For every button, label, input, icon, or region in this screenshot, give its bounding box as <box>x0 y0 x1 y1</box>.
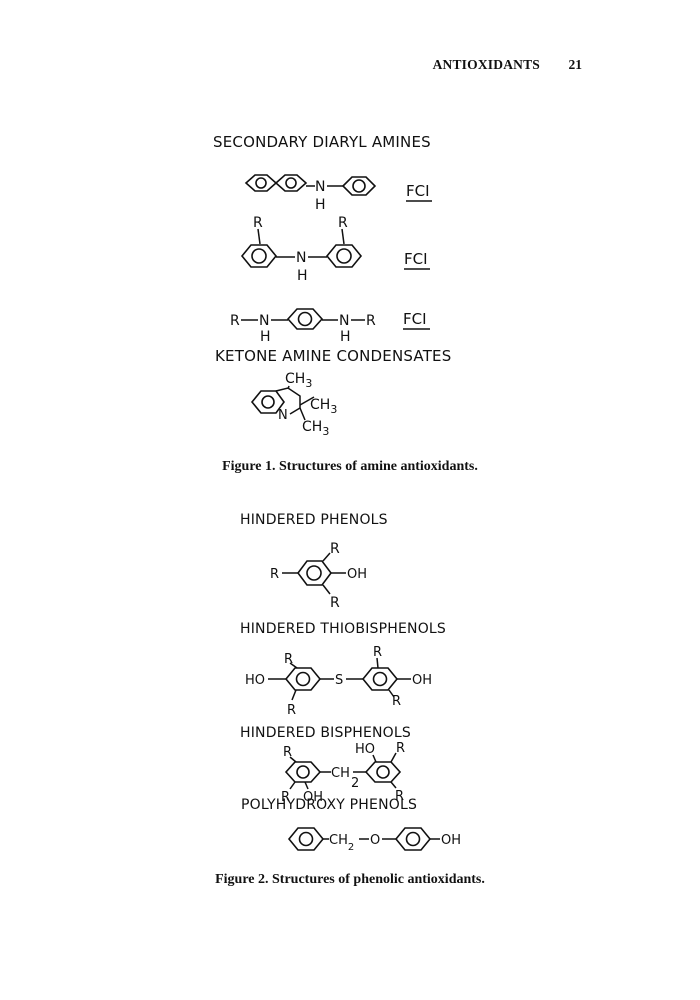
methylene-label: CH2 <box>329 833 354 853</box>
atom-r: R <box>253 215 263 231</box>
polyhydroxy-phenol-structure: CH2 O OH <box>287 827 461 853</box>
trimethyl-dihydroquinoline-structure: CH3 N CH3 CH3 <box>250 371 337 438</box>
atom-oh: OH <box>441 833 461 848</box>
heading-hindered-bisphenols: HINDERED BISPHENOLS <box>240 725 411 741</box>
atom-oh: OH <box>412 673 432 688</box>
thiobisphenol-ring-right <box>361 667 399 691</box>
atom-r: R <box>281 790 290 805</box>
methyl-label: CH3 <box>285 371 312 390</box>
atom-r: R <box>284 652 293 667</box>
thiobisphenol-ring-left <box>284 667 322 691</box>
heading-polyhydroxy-phenols: POLYHYDROXY PHENOLS <box>241 797 418 813</box>
methyl-label: CH3 <box>302 419 329 438</box>
atom-r: R <box>395 789 404 804</box>
atom-n: N <box>259 313 269 329</box>
fci-label-2: FCI <box>404 250 428 268</box>
atom-h: H <box>315 197 326 213</box>
dialkyl-diphenylamine-structure: R N H R <box>240 215 363 284</box>
hindered-bisphenol-structure: R R OH CH 2 HO R R <box>281 741 405 805</box>
naphthalene-ring-b <box>274 174 308 192</box>
heading-hindered-thiobisphenols: HINDERED THIOBISPHENOLS <box>240 621 447 637</box>
atom-r: R <box>338 215 348 231</box>
phenyl-ring <box>341 176 377 196</box>
atom-n: N <box>339 313 349 329</box>
atom-n: N <box>278 408 288 423</box>
atom-r: R <box>330 541 340 557</box>
naphthyl-phenyl-amine-structure: N H <box>244 174 377 213</box>
atom-r: R <box>392 694 401 709</box>
atom-r: R <box>396 741 405 756</box>
heading-ketone-amine-condensates: KETONE AMINE CONDENSATES <box>215 347 452 365</box>
atom-r: R <box>366 313 376 329</box>
atom-n: N <box>296 250 306 266</box>
atom-r: R <box>270 567 279 582</box>
atom-oh: OH <box>303 790 323 805</box>
atom-h: H <box>297 268 308 284</box>
hindered-phenol-structure: R R OH R <box>270 541 367 611</box>
benzyl-ring <box>287 827 325 851</box>
bisphenol-ring-left <box>284 761 322 783</box>
phenol-ring <box>297 560 332 586</box>
running-title: ANTIOXIDANTS <box>432 57 540 72</box>
heading-secondary-diaryl-amines: SECONDARY DIARYL AMINES <box>213 133 431 151</box>
fci-label-1: FCI <box>406 182 430 200</box>
atom-ho: HO <box>355 742 375 757</box>
atom-r: R <box>287 703 296 718</box>
methylene-subscript: 2 <box>351 776 359 791</box>
hindered-thiobisphenol-structure: HO R R S R OH R <box>245 645 432 718</box>
atom-ho: HO <box>245 673 265 688</box>
atom-n: N <box>315 179 325 195</box>
page-number: 21 <box>568 57 583 72</box>
heading-hindered-phenols: HINDERED PHENOLS <box>240 512 388 528</box>
hydroxyphenyl-ring <box>394 827 432 851</box>
phenyl-ring-left <box>240 244 278 268</box>
atom-r: R <box>283 745 292 760</box>
phenylenediamine-structure: R N H N H R <box>230 308 376 345</box>
atom-oh: OH <box>347 567 367 582</box>
methyl-label: CH3 <box>310 397 337 416</box>
atom-s: S <box>335 673 343 688</box>
figure-1-caption: Figure 1. Structures of amine antioxidan… <box>222 459 478 474</box>
atom-h: H <box>340 329 351 345</box>
atom-o: O <box>370 833 380 848</box>
atom-r: R <box>373 645 382 660</box>
atom-r: R <box>330 595 340 611</box>
methylene-label: CH <box>331 766 350 781</box>
atom-h: H <box>260 329 271 345</box>
figure-2-caption: Figure 2. Structures of phenolic antioxi… <box>215 872 485 887</box>
bisphenol-ring-right <box>364 761 402 783</box>
benzo-ring <box>250 390 285 414</box>
atom-r: R <box>230 313 240 329</box>
fci-label-3: FCI <box>403 310 427 328</box>
phenyl-ring-right <box>325 244 363 268</box>
phenylene-ring <box>286 308 324 330</box>
